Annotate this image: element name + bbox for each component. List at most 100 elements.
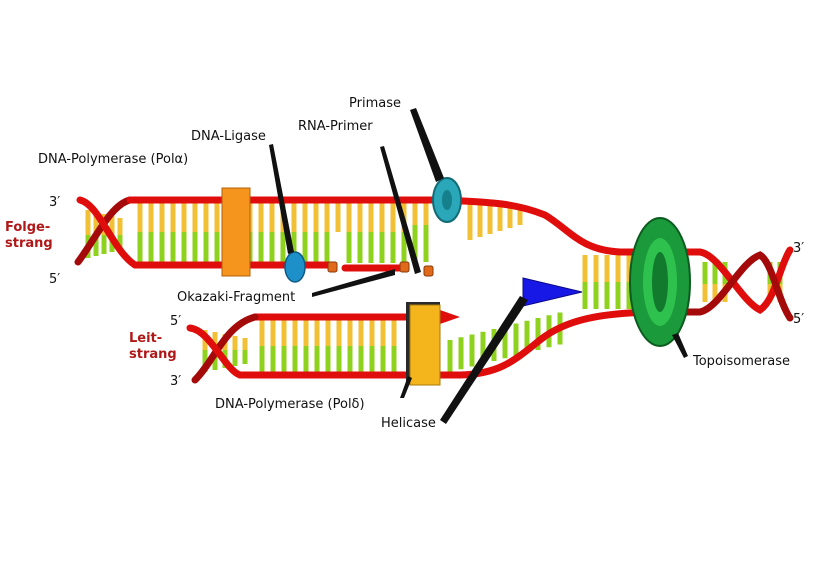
base-pair-rung (615, 282, 621, 309)
base-pair-rung (148, 232, 154, 263)
topo-pointer (672, 333, 688, 358)
base-pair-rung (412, 203, 418, 232)
base-pair-rung (212, 332, 218, 350)
base-pair-rung (412, 225, 418, 262)
base-pair-rung (212, 350, 218, 370)
base-pair-rung (302, 203, 308, 232)
base-pair-rung (358, 346, 364, 372)
base-pair-rung (232, 350, 238, 366)
leading-strand-arrow (440, 310, 460, 324)
base-pair-rung (291, 232, 297, 263)
primase-label: Primase (349, 96, 401, 111)
base-pair-rung (379, 232, 385, 263)
base-pair-rung (313, 232, 319, 263)
end-label: 5′ (170, 314, 181, 329)
base-pair-rung (391, 346, 397, 372)
rna-primer-pointer (380, 146, 421, 274)
base-pair-rung (270, 320, 276, 346)
dna-polymerase-delta (406, 302, 441, 386)
base-pair-rung (148, 203, 154, 232)
right-helix-bottom (661, 251, 794, 322)
base-pair-rung (391, 320, 397, 346)
topoisomerase-label: Topoisomerase (692, 354, 790, 369)
base-pair-rung (324, 203, 330, 232)
helicase-enzyme (522, 277, 583, 307)
leading-bottom-strand (236, 308, 669, 379)
base-pair-rung (615, 255, 621, 282)
base-pair-rung (582, 255, 588, 282)
base-pair-rung (458, 337, 464, 370)
base-pair-rung (281, 346, 287, 372)
base-pair-rung (401, 232, 407, 263)
base-pair-rung (626, 255, 632, 282)
pol-delta-label: DNA-Polymerase (Polδ) (215, 397, 365, 412)
base-pair-rung (357, 203, 363, 232)
lagging-left-helix-front (76, 196, 139, 269)
helicase-pointer (440, 296, 528, 424)
base-pair-rung (159, 232, 165, 263)
base-pair-rung (369, 346, 375, 372)
base-pair-rung (292, 346, 298, 372)
lagging-strand-label-2: strang (5, 236, 53, 251)
base-pair-rung (314, 320, 320, 346)
base-pair-rung (524, 320, 530, 353)
base-pair-rung (604, 255, 610, 282)
leading-strand-label-2: strang (129, 347, 177, 362)
base-pair-rung (702, 284, 708, 302)
end-label: 3′ (170, 374, 181, 389)
base-pair-rung (335, 203, 341, 232)
base-pair-rung (101, 235, 107, 254)
rna-primer-mark (423, 265, 434, 277)
okazaki-pointer (312, 269, 395, 297)
helicase-label: Helicase (381, 416, 436, 431)
base-pair-rung (242, 338, 248, 350)
base-pair-rung (497, 204, 503, 231)
base-pair-rung (604, 282, 610, 309)
base-pair-rung (232, 336, 238, 350)
base-pair-rung (380, 346, 386, 372)
base-pair-rung (281, 320, 287, 346)
right-helix-top (661, 246, 794, 315)
base-pair-rung (259, 346, 265, 372)
base-pair-rung (93, 212, 99, 235)
base-pair-rung (269, 232, 275, 263)
base-pair-rung (380, 320, 386, 346)
base-pair-rung (85, 210, 91, 235)
rna-primer-label: RNA-Primer (298, 119, 373, 134)
lagging-strand-label-1: Folge- (5, 220, 50, 235)
base-pair-rung (325, 346, 331, 372)
base-pair-rung (357, 232, 363, 263)
base-pair-rung (214, 232, 220, 263)
base-pair-rung (390, 203, 396, 232)
base-pair-rung (336, 346, 342, 372)
base-pair-rung (347, 346, 353, 372)
dna-ligase-label: DNA-Ligase (191, 129, 266, 144)
base-pair-rung (214, 203, 220, 232)
base-pair-rung (117, 235, 123, 250)
base-pair-rung (291, 203, 297, 232)
base-pair-rung (502, 326, 508, 359)
base-pair-rung (242, 350, 248, 364)
base-pair-rung (702, 262, 708, 284)
base-pair-rung (203, 203, 209, 232)
base-pair-rung (181, 203, 187, 232)
base-pairs (85, 203, 783, 372)
base-pair-rung (203, 232, 209, 263)
base-pair-rung (302, 232, 308, 263)
base-pair-rung (159, 203, 165, 232)
base-pair-rung (258, 232, 264, 263)
base-pair-rung (269, 203, 275, 232)
base-pair-rung (170, 232, 176, 263)
base-pair-rung (423, 225, 429, 262)
base-pair-rung (593, 282, 599, 309)
base-pair-rung (346, 232, 352, 263)
base-pair-rung (368, 203, 374, 232)
dna-polymerase-alpha (221, 187, 251, 277)
base-pair-rung (712, 284, 718, 302)
base-pair-rung (593, 255, 599, 282)
base-pair-rung (202, 350, 208, 372)
leading-strand-label-1: Leit- (129, 331, 162, 346)
primase-pointer (410, 108, 444, 182)
base-pair-rung (170, 203, 176, 232)
